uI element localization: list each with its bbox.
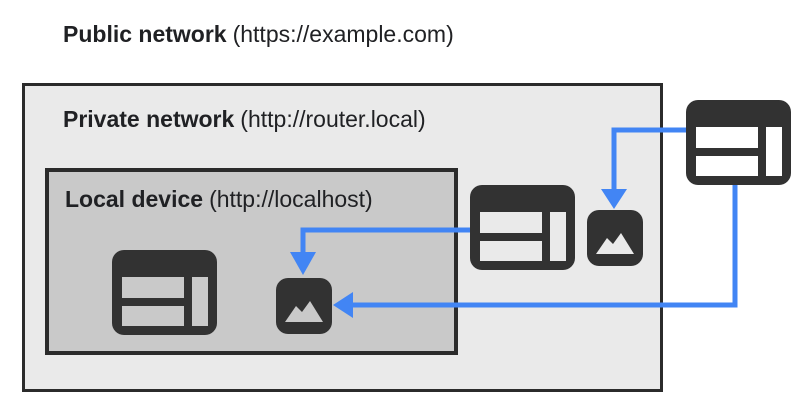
private-browser-window-icon xyxy=(470,185,575,270)
local-browser-window-icon xyxy=(112,250,217,335)
local-image-icon xyxy=(276,278,332,334)
public-browser-window-icon xyxy=(686,100,791,185)
public-network-origin: (https://example.com) xyxy=(232,21,454,47)
private-network-label: Private network(http://router.local) xyxy=(63,106,426,132)
local-device-origin: (http://localhost) xyxy=(209,186,373,212)
public-network-label: Public network(https://example.com) xyxy=(63,21,454,47)
private-network-name: Private network xyxy=(63,106,235,132)
local-device-label: Local device(http://localhost) xyxy=(65,186,373,212)
private-image-icon xyxy=(587,210,643,266)
private-network-origin: (http://router.local) xyxy=(240,106,426,132)
public-network-name: Public network xyxy=(63,21,227,47)
local-device-name: Local device xyxy=(65,186,204,212)
